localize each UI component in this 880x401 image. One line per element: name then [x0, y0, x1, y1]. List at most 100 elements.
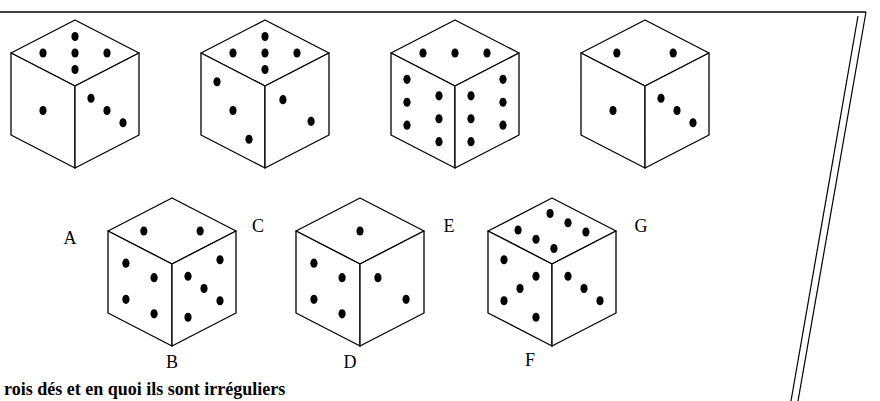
die-pip: [613, 48, 620, 57]
die-pip: [39, 48, 46, 57]
die-pip: [532, 235, 539, 244]
caption-text: rois dés et en quoi ils sont irréguliers: [4, 380, 285, 398]
die-pip: [103, 106, 110, 115]
die-face: [645, 53, 709, 168]
die-pip: [71, 32, 78, 41]
die: [296, 198, 424, 346]
die: [108, 198, 236, 346]
frame-line: [791, 16, 858, 401]
die-pip: [150, 309, 157, 318]
die-pip: [197, 226, 204, 235]
die-pip: [87, 94, 94, 103]
die-pip: [564, 272, 571, 281]
die-face: [75, 53, 139, 168]
die-pip: [550, 244, 557, 253]
die-face: [201, 53, 265, 168]
die: [581, 20, 709, 168]
die-pip: [71, 48, 78, 57]
die-pip: [435, 91, 442, 100]
die-pip: [689, 118, 696, 127]
die-pip: [261, 32, 268, 41]
die-pip: [122, 295, 129, 304]
die-pip: [216, 255, 223, 264]
die-letter: A: [64, 229, 77, 247]
die-pip: [338, 309, 345, 318]
die-face: [455, 53, 519, 168]
die-letter: D: [344, 353, 357, 371]
die-pip: [140, 226, 147, 235]
die-pip: [483, 48, 490, 57]
die-face: [581, 53, 645, 168]
die-pip: [499, 98, 506, 107]
die-pip: [657, 94, 664, 103]
die-pip: [200, 284, 207, 293]
die-face: [391, 53, 455, 168]
die-letter: E: [444, 217, 455, 235]
die-letter: G: [635, 217, 648, 235]
die-pip: [310, 259, 317, 268]
die-letter: F: [525, 351, 535, 369]
die-pip: [103, 48, 110, 57]
die-face: [11, 53, 75, 168]
die-pip: [338, 273, 345, 282]
die-pip: [516, 284, 523, 293]
die-letter: B: [166, 353, 178, 371]
die-pip: [403, 98, 410, 107]
die-pip: [499, 121, 506, 130]
die-face: [108, 231, 172, 346]
die: [391, 20, 519, 168]
die-pip: [229, 106, 236, 115]
die-pip: [293, 48, 300, 57]
die-pip: [403, 121, 410, 130]
die-pip: [532, 313, 539, 322]
die-pip: [467, 91, 474, 100]
die-pip: [609, 106, 616, 115]
die-pip: [39, 106, 46, 115]
die-face: [172, 231, 236, 346]
die-pip: [564, 218, 571, 227]
die-pip: [216, 296, 223, 305]
die-pip: [261, 65, 268, 74]
die-pip: [184, 313, 191, 322]
die-letter: C: [252, 217, 264, 235]
die: [201, 20, 329, 168]
die-pip: [435, 114, 442, 123]
die-pip: [435, 137, 442, 146]
die-pip: [514, 225, 521, 234]
die-pip: [403, 75, 410, 84]
die-pip: [245, 135, 252, 144]
die-pip: [71, 65, 78, 74]
die-face: [296, 231, 360, 346]
die-pip: [546, 209, 553, 218]
die-pip: [307, 117, 314, 126]
die-pip: [467, 137, 474, 146]
die-face: [488, 231, 552, 346]
die-pip: [673, 106, 680, 115]
die: [488, 198, 616, 346]
die-pip: [229, 48, 236, 57]
die-face: [360, 231, 424, 346]
die: [11, 20, 139, 168]
die-pip: [580, 284, 587, 293]
die-pip: [467, 114, 474, 123]
die-pip: [499, 75, 506, 84]
die-pip: [119, 118, 126, 127]
die-face: [552, 231, 616, 346]
die-pip: [500, 296, 507, 305]
die-pip: [122, 259, 129, 268]
die-pip: [582, 227, 589, 236]
frame-line: [798, 12, 866, 401]
die-pip: [402, 295, 409, 304]
die-pip: [310, 295, 317, 304]
die-pip: [670, 48, 677, 57]
die-pip: [150, 273, 157, 282]
die-pip: [184, 272, 191, 281]
die-pip: [213, 77, 220, 86]
die-pip: [356, 226, 363, 235]
die-pip: [532, 272, 539, 281]
frame-line: [0, 11, 866, 13]
die-pip: [279, 95, 286, 104]
die-pip: [261, 48, 268, 57]
die-pip: [419, 48, 426, 57]
